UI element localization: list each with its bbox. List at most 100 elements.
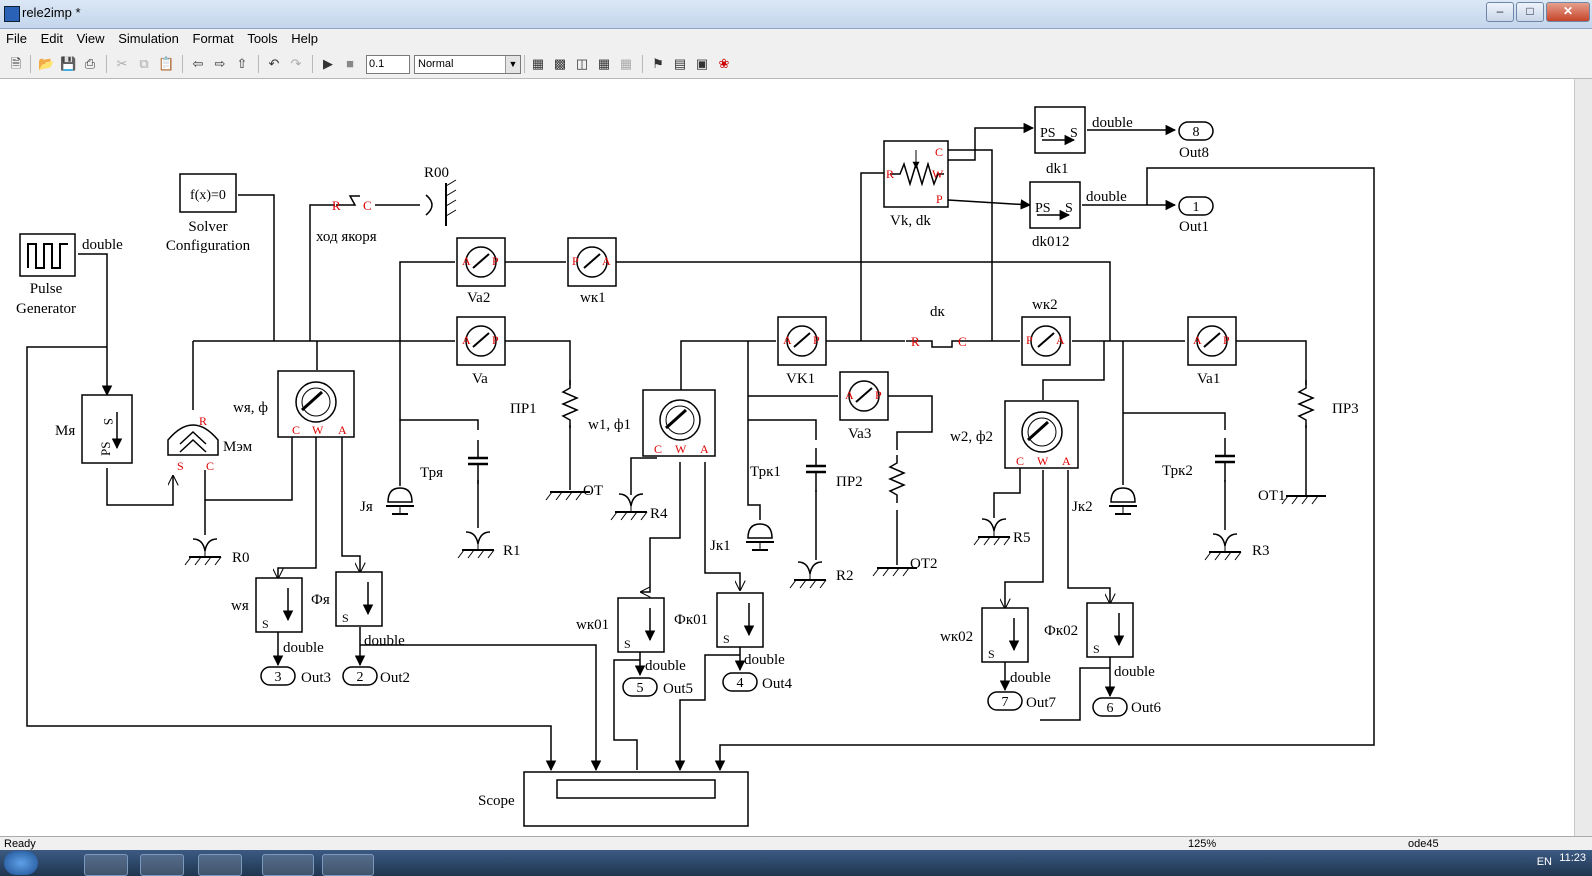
wya-phi-label: wя, ф: [233, 400, 268, 416]
copy-icon[interactable]: ⧉: [139, 56, 149, 71]
dk1-ps-s-block[interactable]: PS S: [1034, 106, 1086, 154]
r00-reference-block[interactable]: [425, 179, 457, 226]
trya-damper[interactable]: [466, 438, 490, 486]
redo-icon[interactable]: ↷: [290, 56, 302, 71]
mem-port-s: S: [177, 459, 184, 473]
vertical-scrollbar[interactable]: [1574, 79, 1592, 836]
taskbar-media-icon[interactable]: [198, 854, 242, 876]
start-button[interactable]: [4, 851, 38, 875]
chevron-down-icon[interactable]: ▼: [505, 56, 520, 73]
menu-simulation[interactable]: Simulation: [118, 31, 179, 46]
svg-text:C: C: [958, 334, 967, 349]
model-canvas[interactable]: Pulse Generator double f(x)=0 Solver Con…: [0, 79, 1592, 836]
simulation-mode-select[interactable]: Normal▼: [414, 55, 521, 74]
mya-port-ps: PS: [98, 442, 113, 456]
stop-time-input[interactable]: 0.1: [366, 55, 410, 74]
jk2-inertia[interactable]: [1108, 487, 1138, 515]
back-icon[interactable]: ⇦: [192, 56, 204, 71]
menu-tools[interactable]: Tools: [247, 31, 278, 46]
svg-text:A: A: [783, 333, 792, 347]
trk2-damper[interactable]: [1213, 436, 1237, 484]
outport-out1[interactable]: 1: [1178, 196, 1214, 216]
outport-out2[interactable]: 2: [342, 666, 378, 686]
svg-text:S: S: [723, 632, 730, 646]
outport-out7[interactable]: 7: [987, 691, 1023, 711]
menu-format[interactable]: Format: [192, 31, 234, 46]
taskbar-word-icon[interactable]: [262, 854, 314, 876]
open-icon[interactable]: 📂: [38, 56, 55, 71]
r1-reference[interactable]: [457, 531, 495, 559]
stop-icon[interactable]: ■: [346, 56, 354, 71]
outport-out5[interactable]: 5: [622, 677, 658, 697]
jya-inertia[interactable]: [385, 487, 415, 515]
menu-edit[interactable]: Edit: [40, 31, 63, 46]
jk1-inertia[interactable]: [745, 523, 775, 551]
viewer-icon[interactable]: ▣: [695, 56, 709, 71]
pulse-label: Pulse: [30, 281, 63, 297]
pulse-generator-block[interactable]: [19, 233, 76, 277]
taskbar-matlab-icon[interactable]: [322, 854, 374, 876]
outport-out6[interactable]: 6: [1092, 697, 1128, 717]
vk-dk-block[interactable]: C R W P: [883, 140, 949, 208]
ot-label: ОТ: [583, 483, 603, 499]
r5-reference[interactable]: [973, 518, 1011, 546]
hard-stop-block[interactable]: R C: [332, 195, 372, 213]
new-icon[interactable]: 🗎: [10, 56, 22, 71]
menu-bar: File Edit View Simulation Format Tools H…: [0, 29, 1592, 50]
trk1-damper[interactable]: [804, 446, 828, 494]
w1-sensor-block[interactable]: C W A: [642, 389, 716, 457]
up-icon[interactable]: ⇧: [236, 56, 248, 71]
r0-reference[interactable]: [184, 538, 222, 566]
undo-icon[interactable]: ↶: [268, 56, 280, 71]
update-icon[interactable]: ▩: [553, 56, 567, 71]
r2-reference[interactable]: [789, 561, 827, 589]
advisor-icon[interactable]: ⚑: [652, 56, 664, 71]
taskbar-ie-icon[interactable]: [84, 854, 128, 876]
target-icon[interactable]: ❀: [718, 56, 730, 71]
dk012-ps-s-block[interactable]: PS S: [1029, 181, 1081, 229]
outport-out3[interactable]: 3: [260, 666, 296, 686]
dk-hard-stop[interactable]: R C: [906, 334, 967, 349]
debug-icon[interactable]: ▦: [619, 56, 633, 71]
w2-sensor-block[interactable]: C W A: [1004, 400, 1079, 469]
scope-block[interactable]: [523, 771, 749, 827]
save-icon[interactable]: 💾: [60, 56, 77, 71]
run-icon[interactable]: ▶: [323, 56, 333, 71]
ot1-ground[interactable]: [1281, 495, 1327, 505]
svg-text:A: A: [462, 333, 471, 347]
solver-config-block[interactable]: [179, 173, 237, 213]
va3-label: Va3: [848, 426, 871, 442]
r4-reference[interactable]: [610, 493, 648, 521]
taskbar-explorer-icon[interactable]: [140, 854, 184, 876]
ot2-spring[interactable]: [889, 454, 905, 504]
mya-converter-block[interactable]: S PS: [81, 394, 133, 464]
menu-help[interactable]: Help: [291, 31, 319, 46]
minimize-button[interactable]: –: [1486, 2, 1514, 22]
forward-icon[interactable]: ⇨: [214, 56, 226, 71]
pr3-spring[interactable]: [1298, 379, 1314, 429]
cut-icon[interactable]: ✂: [116, 56, 128, 71]
wya-sensor-block[interactable]: C W A: [277, 370, 355, 438]
library-icon[interactable]: ▦: [597, 56, 611, 71]
wk1-label: wк1: [580, 290, 606, 306]
mem-source-block[interactable]: S C R: [167, 414, 219, 473]
dk-label: dк: [930, 304, 946, 320]
print-icon[interactable]: ⎙: [84, 56, 96, 71]
menu-view[interactable]: View: [76, 31, 105, 46]
paste-icon[interactable]: 📋: [158, 56, 175, 71]
menu-file[interactable]: File: [6, 31, 27, 46]
language-indicator[interactable]: EN: [1536, 856, 1552, 868]
r3-label: R3: [1252, 543, 1270, 559]
maximize-button[interactable]: □: [1516, 2, 1544, 22]
outport-out8[interactable]: 8: [1178, 121, 1214, 141]
explorer-icon[interactable]: ▤: [673, 56, 687, 71]
phiya-label: Фя: [311, 592, 330, 608]
build-icon[interactable]: ▦: [531, 56, 545, 71]
pr1-spring[interactable]: [562, 379, 578, 429]
model-explorer-icon[interactable]: ◫: [575, 56, 589, 71]
trk1-label: Трк1: [750, 464, 781, 480]
outport-out4[interactable]: 4: [722, 672, 758, 692]
r3-reference[interactable]: [1204, 533, 1242, 561]
svg-text:A: A: [1056, 333, 1065, 347]
close-button[interactable]: ✕: [1546, 2, 1590, 22]
